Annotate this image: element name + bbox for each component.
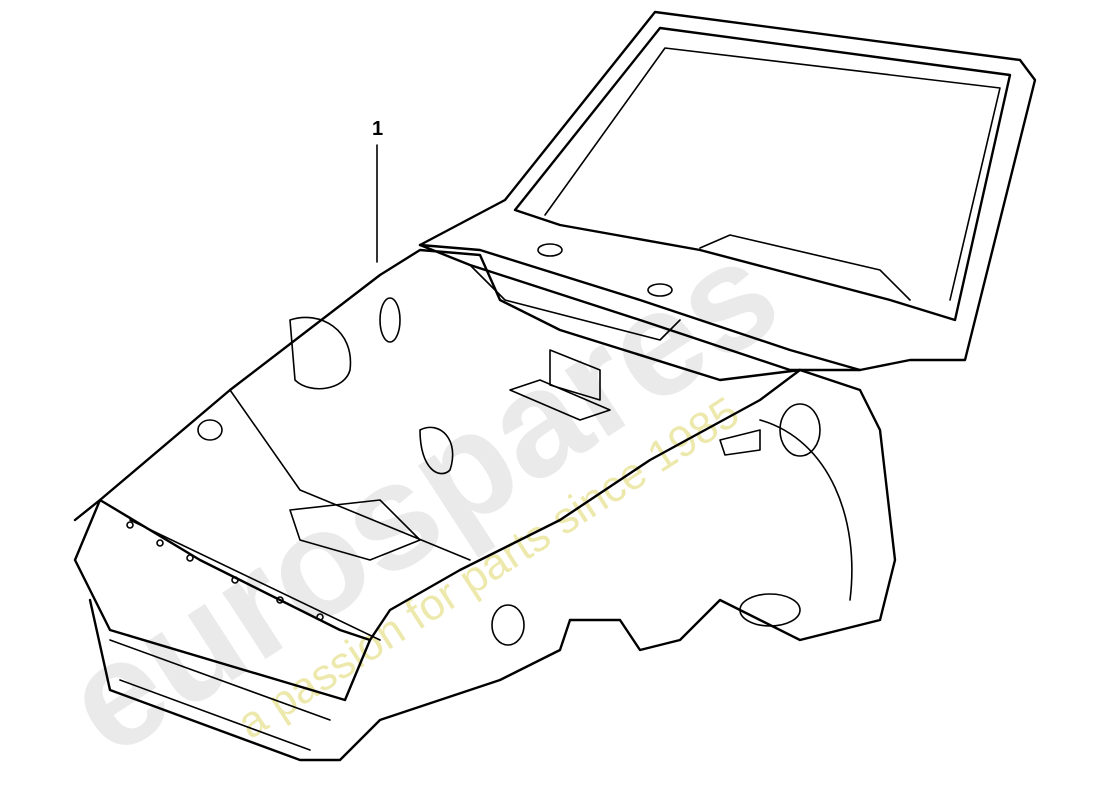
- callout-label: 1: [372, 118, 383, 140]
- callout-1: 1: [372, 118, 383, 263]
- front-bumper-panel: [88, 521, 572, 762]
- front-trunk: [73, 248, 802, 702]
- wheel-arch-right: [568, 368, 897, 652]
- cowl-panel: [418, 243, 862, 372]
- windshield-frame: [418, 10, 1037, 372]
- watermark-brand: eurospares: [36, 205, 806, 786]
- watermark: eurospares a passion for parts since 198…: [36, 205, 806, 786]
- bolt-holes: [126, 521, 324, 621]
